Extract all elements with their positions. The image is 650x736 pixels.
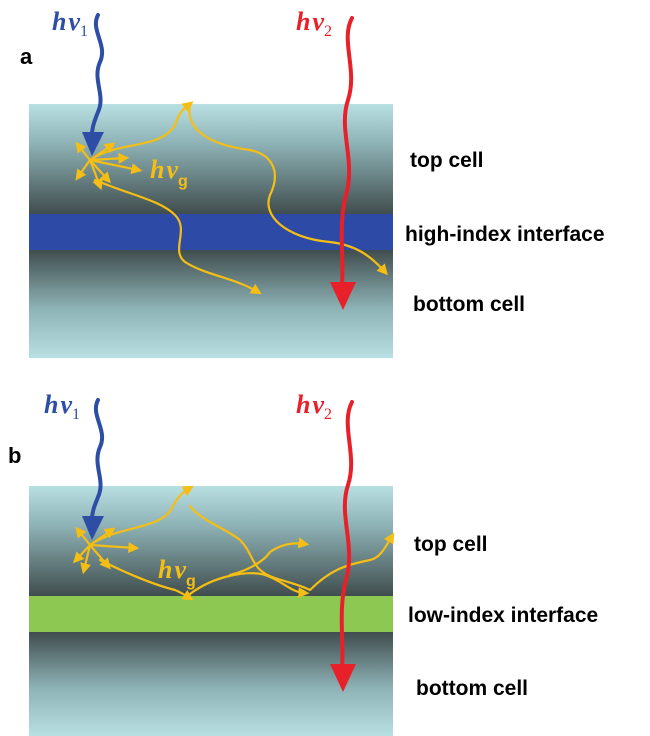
ray-b-trapped-2 [188, 572, 310, 599]
burst-a-3 [75, 159, 91, 181]
ray-a-down [93, 178, 262, 295]
burst-a-1 [89, 152, 130, 164]
panel-b: b hν1 hν2 hνg top ce [8, 390, 598, 736]
panel-b-interface-label: low-index interface [408, 604, 598, 627]
burst-a-2 [75, 141, 91, 161]
panel-b-emitted-rays [72, 485, 395, 601]
panel-b-top-cell-label: top cell [414, 533, 488, 556]
panel-a-interface-layer [29, 214, 393, 250]
panel-b-bottom-cell-label: bottom cell [416, 677, 528, 700]
burst-b-1 [89, 542, 140, 554]
burst-b-6 [80, 544, 92, 575]
panel-a-emitted-rays [75, 101, 388, 295]
burst-a-4 [89, 142, 116, 161]
photon-2-label-a: hν2 [296, 7, 332, 40]
ray-b-trapped-3 [228, 537, 310, 577]
photon-1-ray-a [90, 13, 104, 137]
photon-2-arrowhead-a [330, 282, 356, 310]
ray-b-reflect [98, 558, 194, 601]
burst-b-2 [75, 526, 91, 546]
panel-b-interface-layer [29, 596, 393, 632]
panel-b-bottom-cell [29, 632, 393, 736]
panel-a-bottom-cell [29, 250, 393, 358]
panel-a-interface-label: high-index interface [405, 223, 605, 246]
panel-a-top-cell [29, 104, 393, 214]
photon-2-ray-a [339, 16, 354, 287]
burst-a-7 [89, 158, 143, 175]
ray-b-trapped-1 [188, 504, 395, 592]
photon-2-label-b: hν2 [296, 390, 332, 423]
panel-a-label: a [20, 44, 33, 69]
photon-1-label-a: hν1 [52, 7, 88, 40]
photon-1-arrowhead-a [82, 132, 104, 156]
photon-g-label-a: hνg [150, 155, 188, 190]
photon-1-arrowhead-b [82, 516, 104, 540]
burst-b-5 [89, 544, 111, 570]
photon-2-ray-b [339, 400, 354, 672]
panel-a: a hν1 hν2 hνg top [20, 7, 605, 358]
ray-a-interface [188, 102, 388, 276]
burst-a-6 [88, 159, 103, 191]
burst-b-3 [72, 544, 91, 564]
burst-a-5 [89, 159, 111, 184]
photon-1-ray-b [90, 398, 104, 522]
panel-b-top-cell [29, 486, 393, 596]
photon-1-label-b: hν1 [44, 390, 80, 423]
panel-b-label: b [8, 443, 21, 468]
burst-b-4 [89, 527, 116, 546]
photon-g-label-b: hνg [158, 555, 196, 590]
panel-a-bottom-cell-label: bottom cell [413, 293, 525, 316]
photon-2-arrowhead-b [330, 664, 356, 692]
panel-a-top-cell-label: top cell [410, 149, 484, 172]
